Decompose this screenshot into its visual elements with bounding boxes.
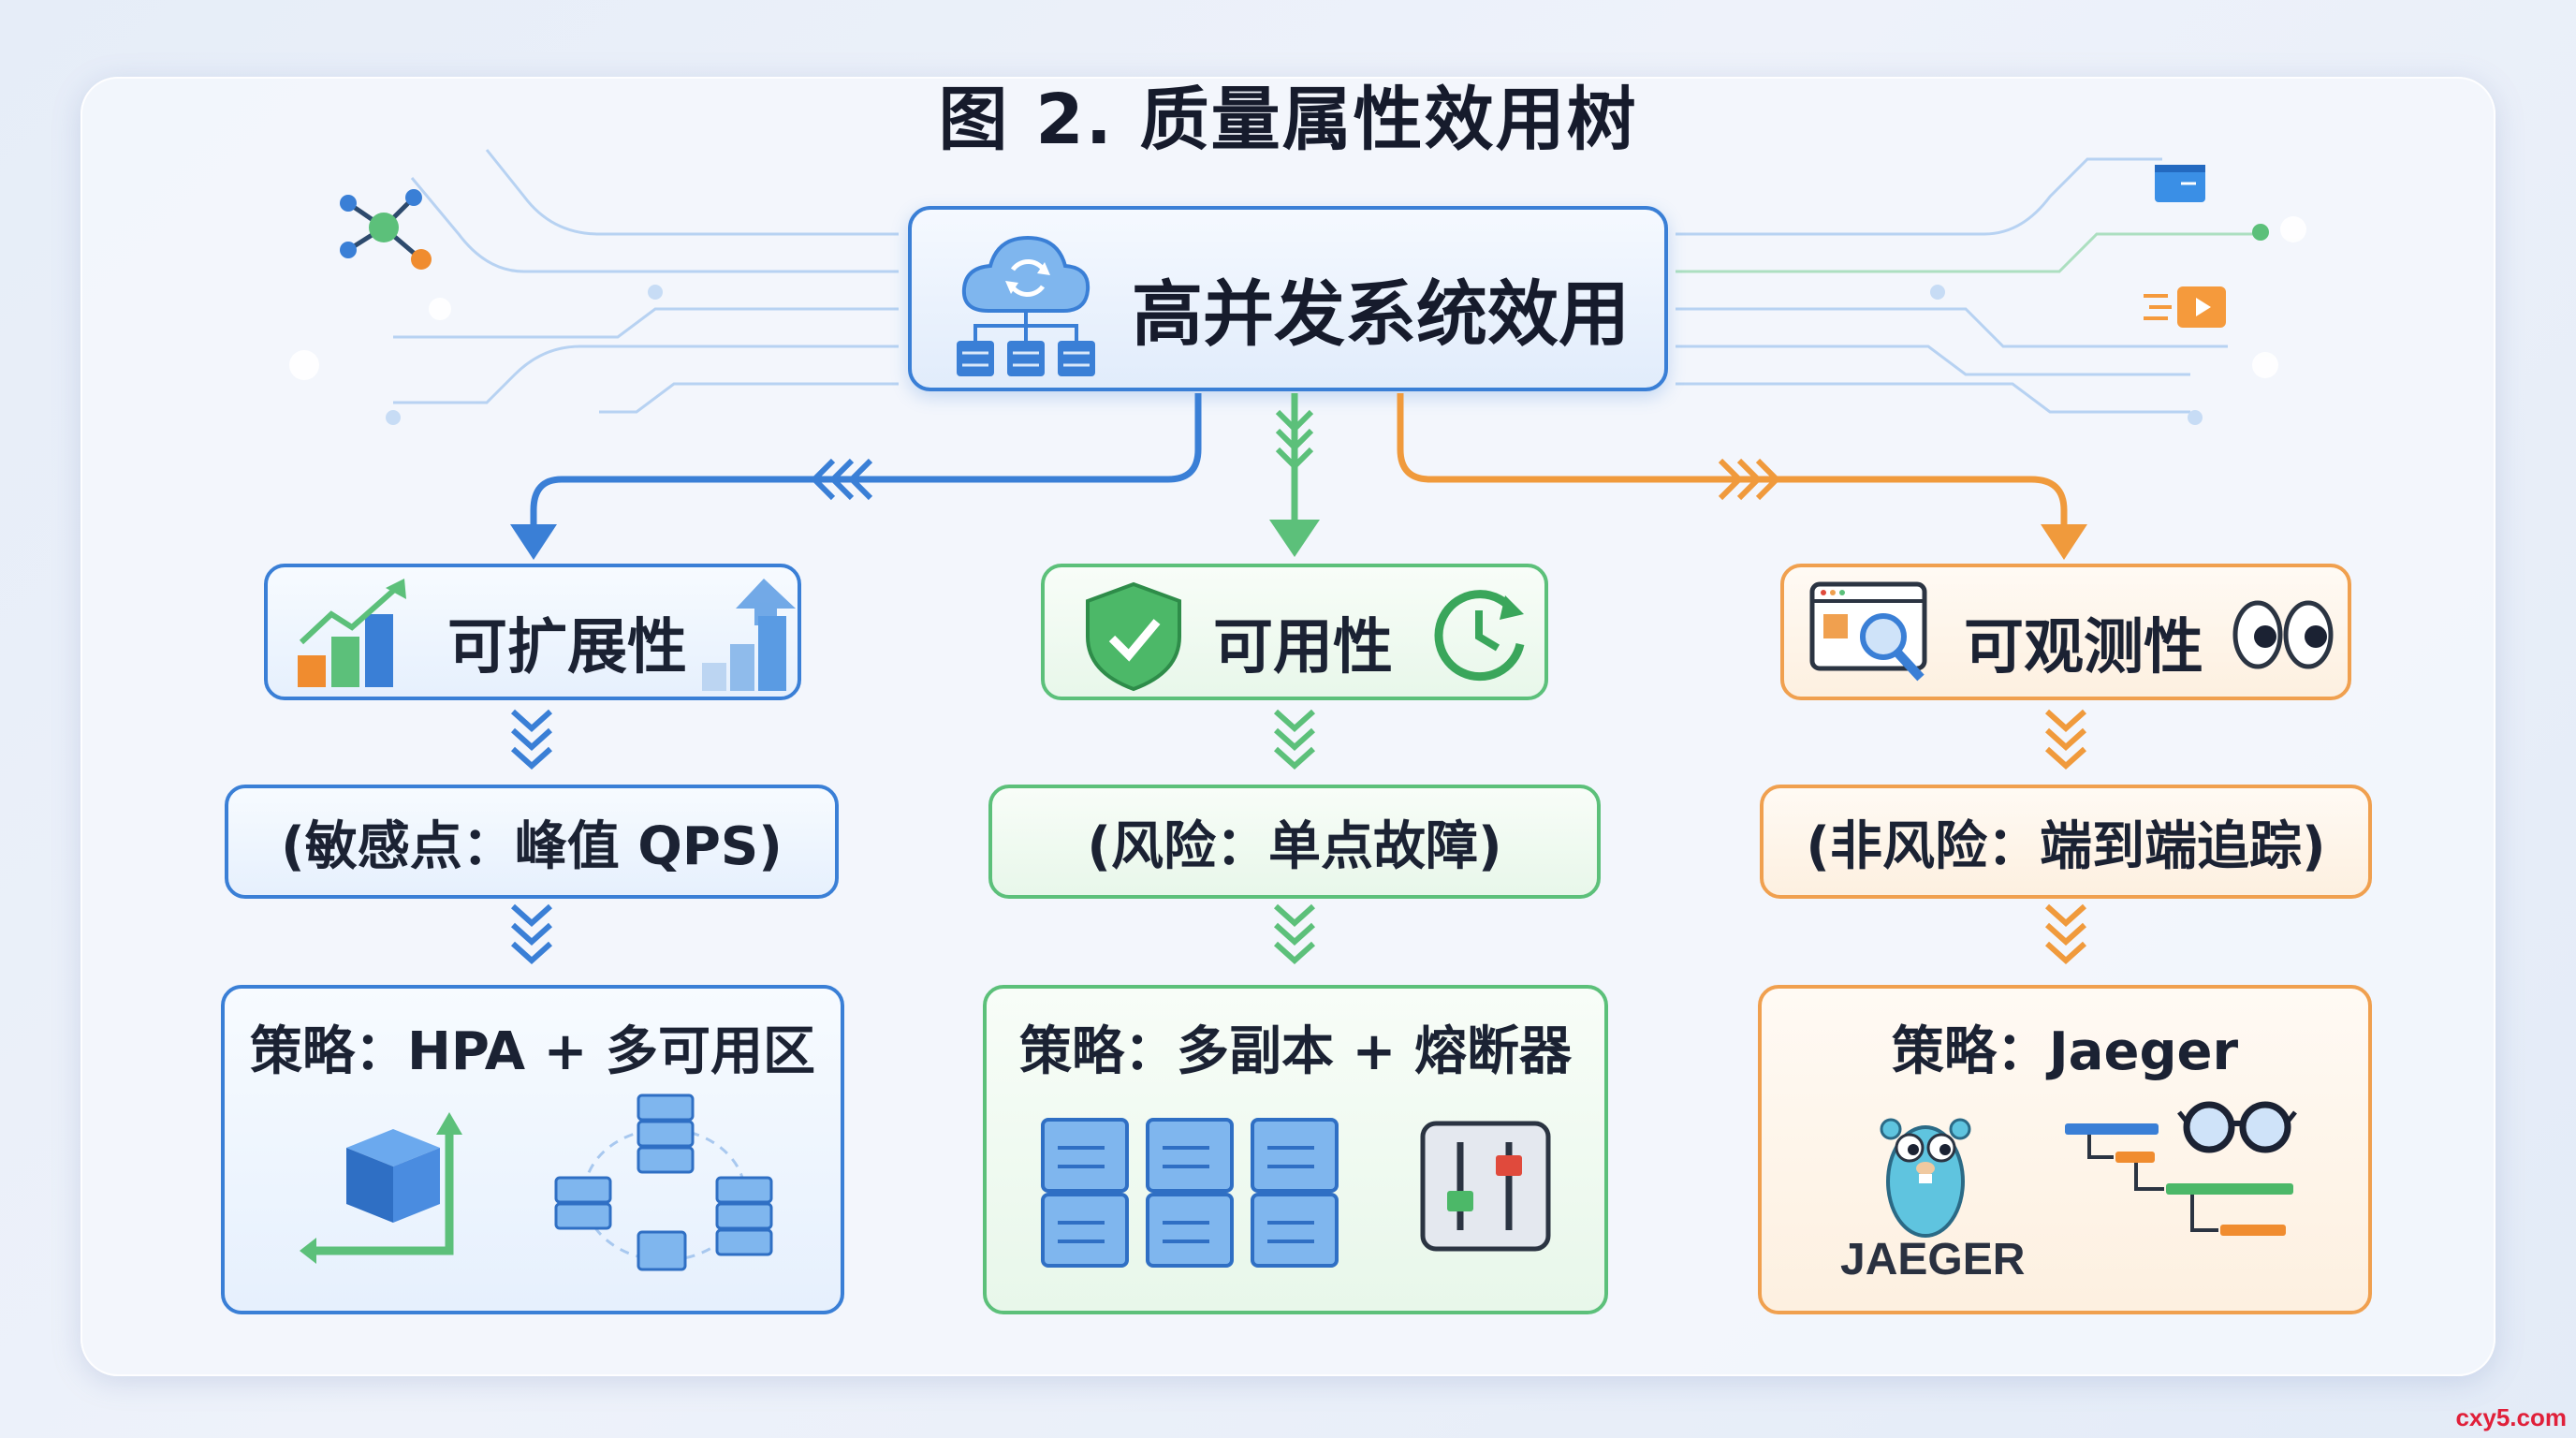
circuit-breaker-icon (1420, 1121, 1551, 1252)
observability-strategy: 策略：Jaeger JAEGER (1758, 985, 2372, 1314)
root-node: 高并发系统效用 (908, 206, 1668, 391)
availability-strategy-text: 策略：多副本 + 熔断器 (1019, 1021, 1572, 1082)
availability-zones-icon (554, 1093, 773, 1271)
availability-node: 可用性 (1041, 564, 1548, 700)
clock-refresh-icon (1434, 590, 1525, 682)
gopher-icon (1880, 1118, 1971, 1238)
trace-timeline-icon (2065, 1101, 2297, 1236)
scalability-strategy: 策略：HPA + 多可用区 (221, 985, 844, 1314)
monitor-search-icon (1809, 581, 1927, 682)
root-label: 高并发系统效用 (1132, 272, 1630, 356)
observability-note: (非风险：端到端追踪) (1760, 785, 2372, 899)
eyes-icon (2232, 600, 2334, 669)
fast-forward-icon (2144, 286, 2226, 328)
observability-strategy-text: 策略：Jaeger (1891, 1021, 2239, 1082)
scale-arrow-icon (300, 1112, 462, 1264)
availability-note: (风险：单点故障) (988, 785, 1601, 899)
diagram-title: 图 2. 质量属性效用树 (938, 80, 1638, 160)
availability-strategy: 策略：多副本 + 熔断器 (983, 985, 1608, 1314)
growth-chart-icon (298, 579, 406, 687)
cloud-server-icon (957, 235, 1095, 376)
scalability-note-text: (敏感点：峰值 QPS) (281, 815, 783, 877)
shield-check-icon (1086, 581, 1181, 692)
window-icon (2155, 165, 2205, 202)
server-replicas-icon (1041, 1118, 1339, 1268)
scalability-label: 可扩展性 (447, 613, 687, 682)
observability-node: 可观测性 (1780, 564, 2351, 700)
scalability-strategy-text: 策略：HPA + 多可用区 (249, 1021, 816, 1082)
availability-note-text: (风险：单点故障) (1087, 815, 1502, 877)
availability-label: 可用性 (1213, 613, 1393, 682)
jaeger-logo-text: JAEGER (1840, 1235, 2026, 1284)
scalability-note: (敏感点：峰值 QPS) (225, 785, 839, 899)
observability-label: 可观测性 (1964, 613, 2203, 682)
observability-note-text: (非风险：端到端追踪) (1806, 815, 2326, 877)
watermark: cxy5.com (2455, 1403, 2567, 1431)
bar-growth-decoration-icon (702, 579, 796, 691)
network-nodes-icon (340, 189, 432, 270)
scalability-node: 可扩展性 (264, 564, 801, 700)
